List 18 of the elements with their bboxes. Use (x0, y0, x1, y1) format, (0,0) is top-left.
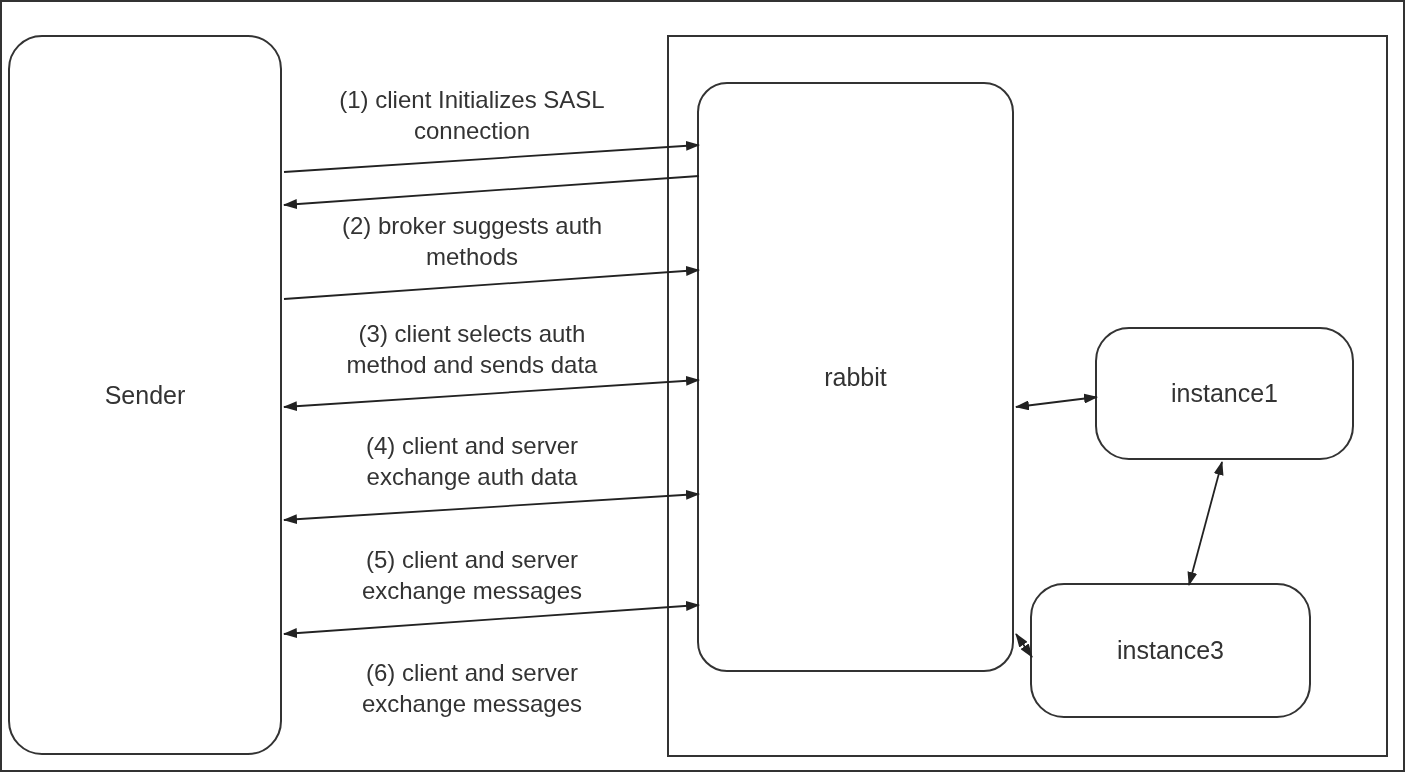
process-box (1095, 327, 1354, 460)
node-label: rabbit (824, 362, 887, 392)
arrow (283, 140, 700, 173)
arrow (1015, 393, 1098, 411)
arrow (283, 375, 700, 412)
arrow (283, 175, 700, 210)
arrow (283, 265, 700, 300)
arrow (1015, 633, 1033, 658)
process-box (1030, 583, 1311, 718)
node-label: Sender (104, 380, 186, 410)
node-label: instance3 (1117, 636, 1224, 665)
process-box (8, 35, 282, 755)
arrow (1187, 461, 1224, 586)
arrow (283, 600, 700, 639)
container-box (667, 35, 1388, 757)
arrow (283, 489, 700, 525)
process-box (697, 82, 1014, 672)
node-label: instance1 (1171, 379, 1278, 408)
